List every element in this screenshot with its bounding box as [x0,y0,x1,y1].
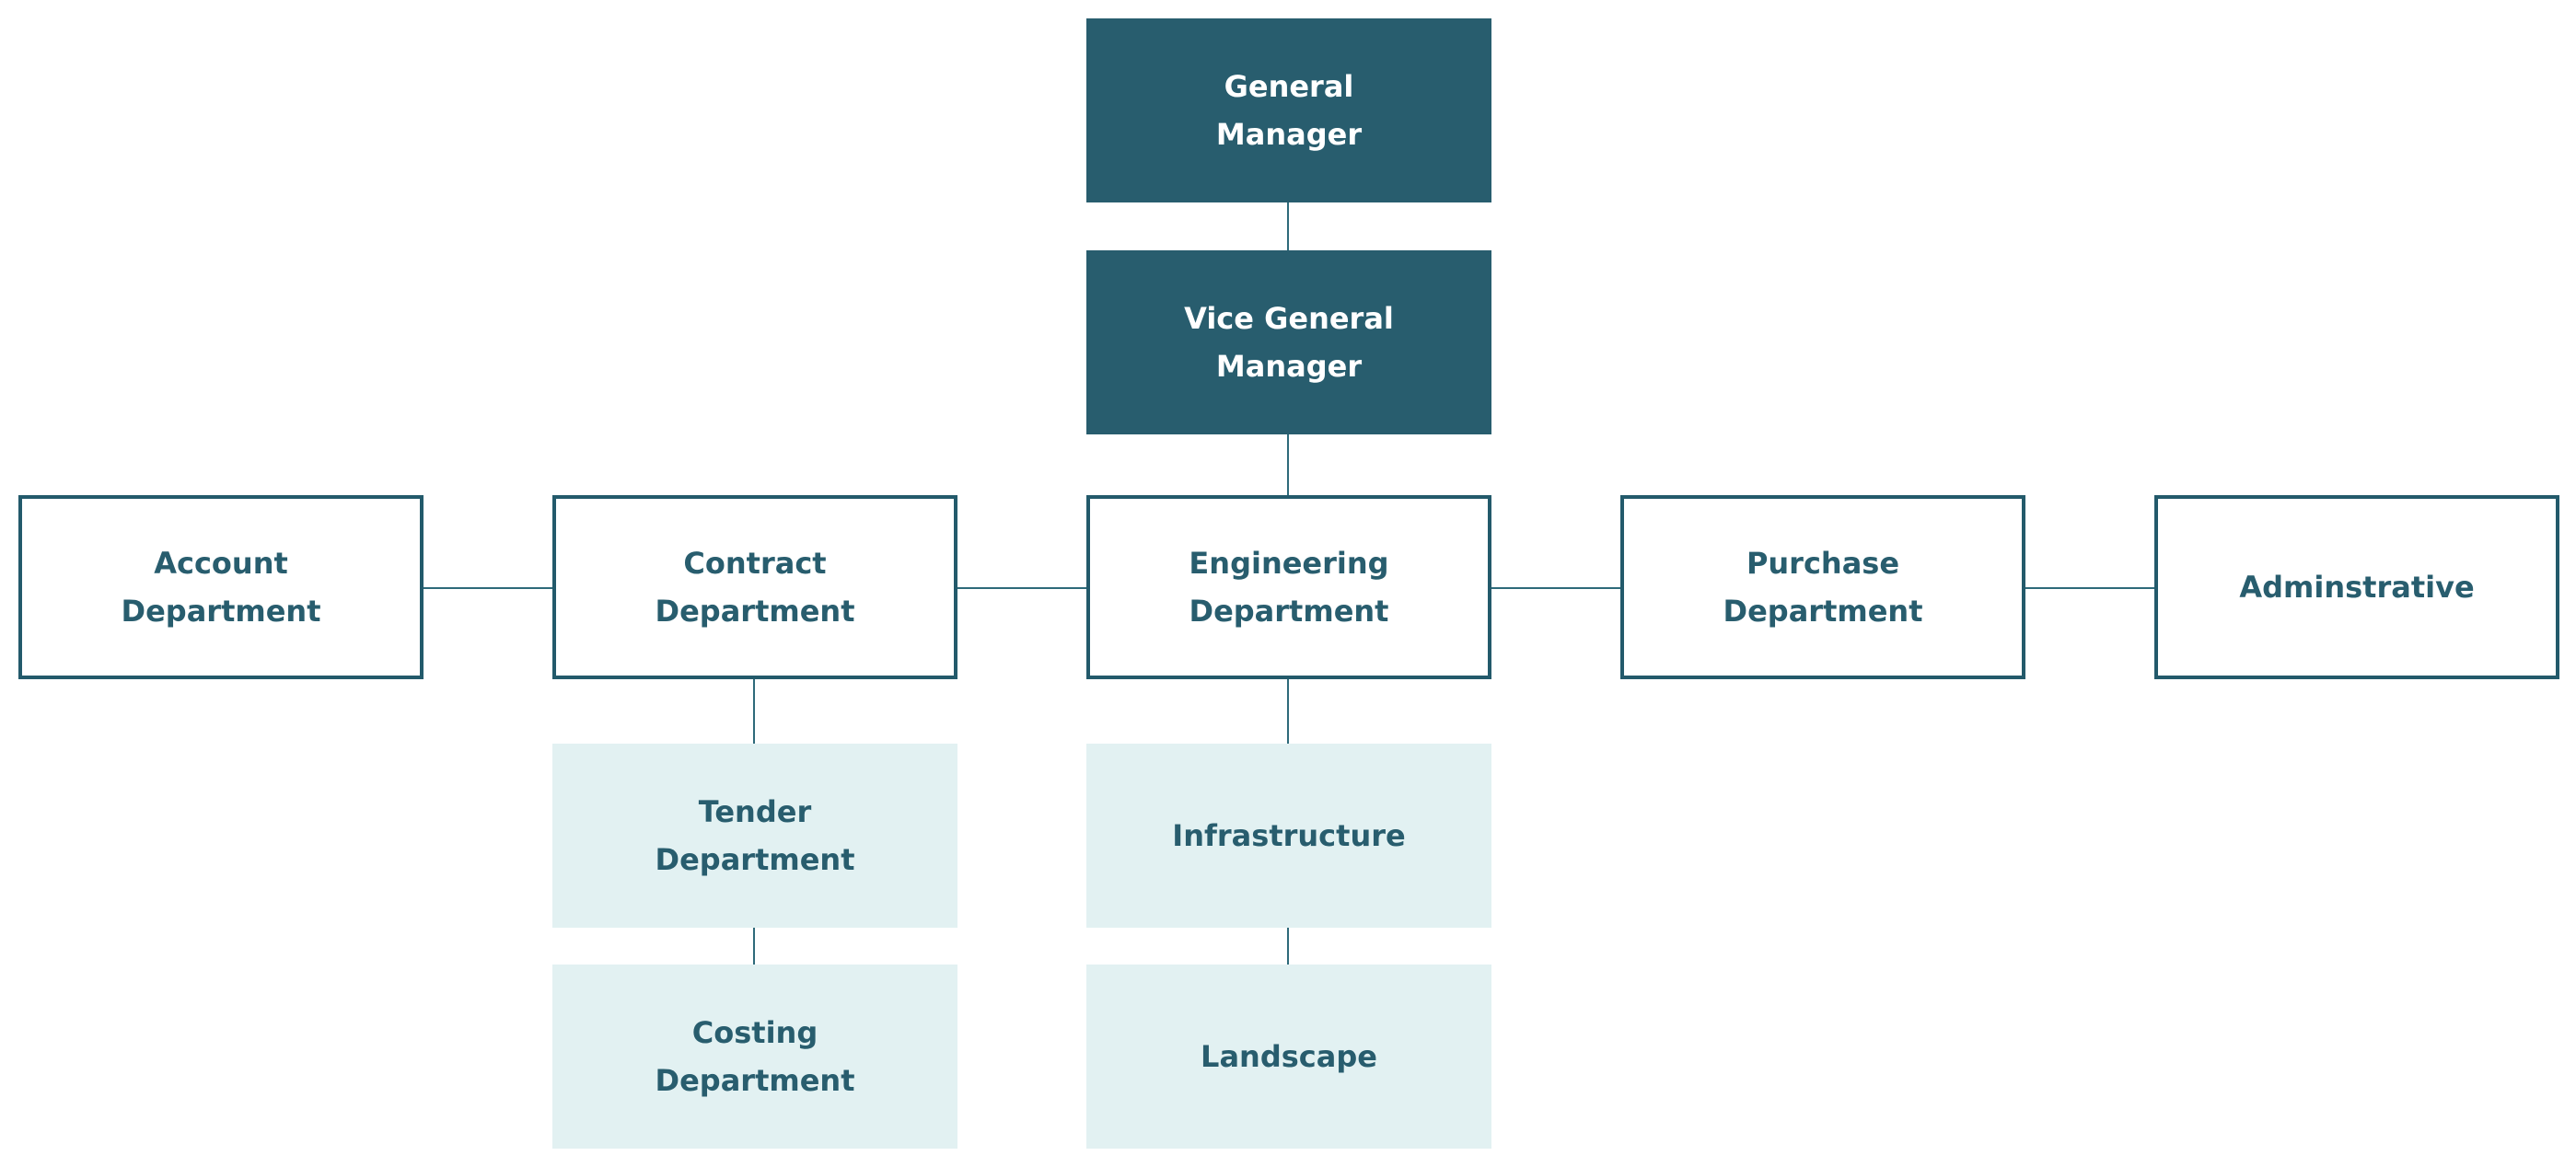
node-purchase-department: Purchase Department [1620,495,2025,679]
node-tender-department: Tender Department [552,744,957,928]
connector-engineering-purchase [1490,587,1622,589]
node-infrastructure: Infrastructure [1086,744,1491,928]
node-costing-department: Costing Department [552,965,957,1149]
node-landscape: Landscape [1086,965,1491,1149]
node-label: Landscape [1201,1039,1377,1074]
node-label: Costing Department [655,1015,855,1098]
connector-vgm-engineering [1287,434,1289,495]
connector-purchase-adminstrative [2024,587,2156,589]
node-label: Contract Department [655,546,855,629]
connector-account-contract [422,587,554,589]
node-label: Vice General Manager [1184,301,1394,384]
node-adminstrative: Adminstrative [2154,495,2559,679]
node-contract-department: Contract Department [552,495,957,679]
node-vice-general-manager: Vice General Manager [1086,250,1491,434]
node-label: Adminstrative [2239,570,2475,605]
connector-gm-vgm [1287,202,1289,250]
node-engineering-department: Engineering Department [1086,495,1491,679]
connector-engineering-infrastructure [1287,677,1289,745]
connector-contract-tender [753,677,755,745]
node-label: Infrastructure [1172,818,1406,853]
node-label: Engineering Department [1189,546,1389,629]
node-general-manager: General Manager [1086,18,1491,202]
node-label: Tender Department [655,794,855,877]
node-account-department: Account Department [18,495,424,679]
connector-contract-engineering [956,587,1088,589]
connector-tender-costing [753,928,755,966]
node-label: Account Department [121,546,321,629]
connector-infrastructure-landscape [1287,928,1289,966]
node-label: General Manager [1215,69,1363,152]
node-label: Purchase Department [1723,546,1923,629]
